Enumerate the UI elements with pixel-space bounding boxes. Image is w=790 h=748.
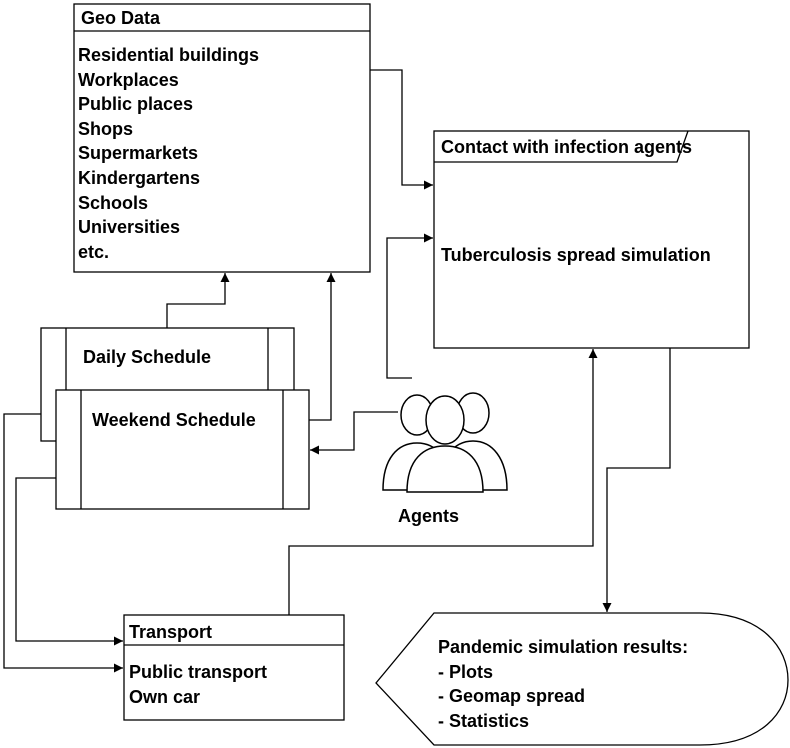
geo-data-item: Public places xyxy=(78,94,194,115)
agents-people-icon xyxy=(382,392,508,493)
connector-agents-to-contact xyxy=(386,233,433,379)
transport-box xyxy=(123,614,345,721)
transport-item: Public transport xyxy=(129,662,268,682)
geo-data-item: Schools xyxy=(78,192,149,213)
results-shape xyxy=(375,612,789,746)
transport-title: Transport xyxy=(129,622,213,642)
daily-schedule-label: Daily Schedule xyxy=(83,347,212,367)
connector-geo-to-contact xyxy=(370,69,433,190)
geo-data-box xyxy=(73,3,371,273)
connector-daily-to-geo xyxy=(166,273,230,328)
geo-data-list: Residential buildings Workplaces Public … xyxy=(78,43,259,264)
geo-data-item: Workplaces xyxy=(78,69,179,90)
connector-transport-to-contact xyxy=(288,349,598,615)
connector-contact-to-results xyxy=(602,348,671,612)
results-item: - Statistics xyxy=(438,710,530,731)
contact-subtitle: Tuberculosis spread simulation xyxy=(441,245,711,265)
geo-data-title: Geo Data xyxy=(81,8,161,28)
geo-data-item: Shops xyxy=(78,118,134,139)
connector-daily-to-transport xyxy=(3,413,123,673)
results-text: Pandemic simulation results: - Plots - G… xyxy=(438,635,688,733)
agents-label: Agents xyxy=(398,506,460,526)
geo-data-item: Residential buildings xyxy=(78,45,260,65)
transport-item: Own car xyxy=(129,686,201,707)
geo-data-item: etc. xyxy=(78,241,110,262)
weekend-schedule-box xyxy=(55,389,310,510)
transport-list: Public transport Own car xyxy=(129,660,267,709)
results-title: Pandemic simulation results: xyxy=(438,637,689,657)
geo-data-item: Universities xyxy=(78,217,181,238)
weekend-schedule-label: Weekend Schedule xyxy=(92,410,256,430)
connector-weekend-to-geo xyxy=(309,273,336,421)
connector-agents-to-weekend xyxy=(310,411,398,455)
geo-data-item: Kindergartens xyxy=(78,167,201,188)
contact-box xyxy=(433,130,750,349)
results-item: - Geomap spread xyxy=(438,686,586,707)
results-item: - Plots xyxy=(438,661,494,682)
geo-data-item: Supermarkets xyxy=(78,143,199,164)
connector-weekend-to-transport xyxy=(15,477,123,646)
contact-title: Contact with infection agents xyxy=(441,137,693,157)
